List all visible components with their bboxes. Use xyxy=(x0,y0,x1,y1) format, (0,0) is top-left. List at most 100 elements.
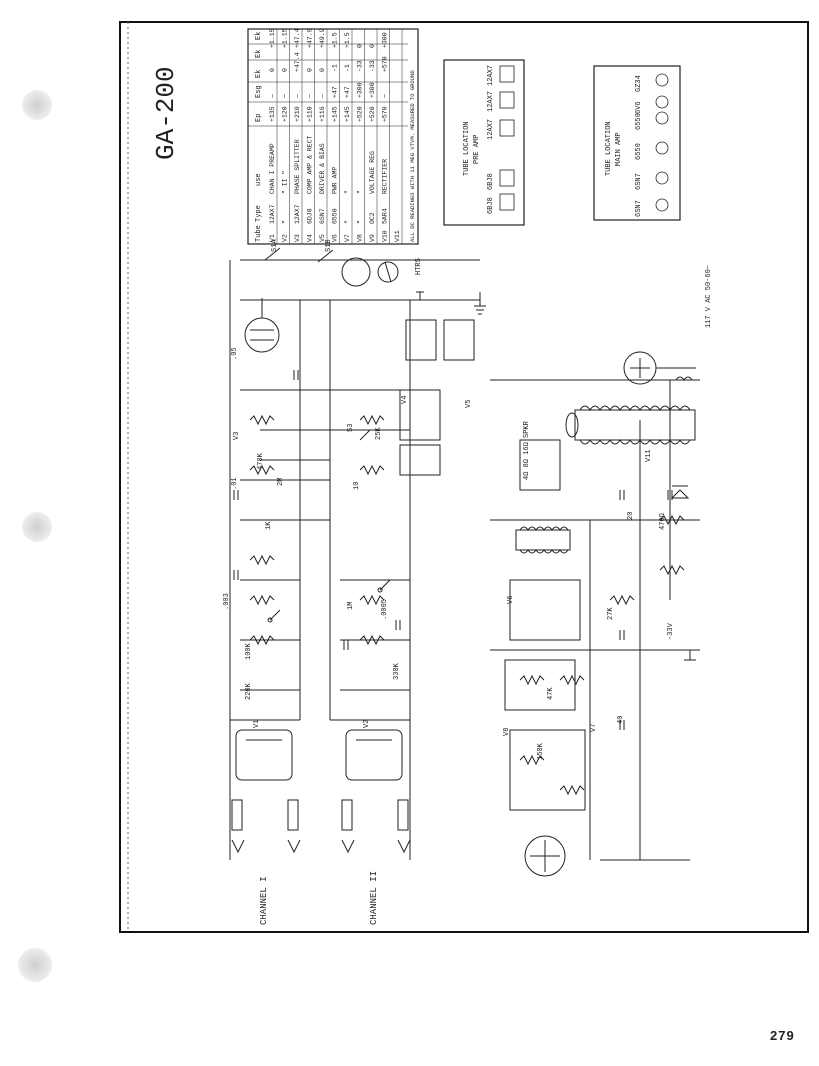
tube-table-cell: 12AX7 xyxy=(294,204,301,224)
tube-table-cell: COMP AMP & RECT xyxy=(307,135,314,194)
tube-table-cell: +47.9 xyxy=(307,28,314,48)
pre-amp-tube-socket xyxy=(499,119,515,137)
tube-table-cell: V7 xyxy=(344,234,351,242)
pre-amp-tube-label: 6BJ8 xyxy=(487,197,495,214)
tube-table-cell: +520 xyxy=(357,106,364,122)
component-label-hters: HTRS xyxy=(415,258,423,275)
tube-table-cell: +145 xyxy=(344,106,351,122)
component-label-s1: S1A xyxy=(271,239,279,252)
tube-table-cell: — xyxy=(269,94,276,99)
tube-table-cell: +300 xyxy=(369,82,376,98)
tube-table-cell: " xyxy=(357,220,364,224)
tube-table-cell: +570 xyxy=(382,106,389,122)
component-label-r-100k: 100K xyxy=(245,642,253,660)
component-label-v1: V1 xyxy=(253,720,261,728)
tube-table-footnote: ALL DC READINGS WITH 11 MEG VTVM. MEASUR… xyxy=(409,70,416,242)
main-amp-caption-2: MAIN AMP xyxy=(615,132,623,166)
main-amp-caption-1: TUBE LOCATION xyxy=(605,121,613,176)
pre-amp-tube-label: 12AX7 xyxy=(487,65,495,86)
tube-table-cell: +1.15 xyxy=(282,28,289,48)
tube-table-cell: +1.5 xyxy=(344,32,351,48)
tube-table-cell: 0 xyxy=(282,68,289,72)
main-amp-tube-socket xyxy=(655,73,669,87)
binder-hole-top xyxy=(22,90,52,120)
main-amp-tube-socket xyxy=(655,171,669,185)
pre-amp-tube-socket xyxy=(499,65,515,83)
pre-amp-tube-socket xyxy=(499,169,515,187)
tube-table-header: Ek xyxy=(255,50,263,58)
tube-table-cell: V3 xyxy=(294,234,301,242)
tube-table-cell: OC2 xyxy=(369,212,376,224)
main-amp-tube-label: 6V6 xyxy=(635,101,643,114)
tube-table-cell: +1.15 xyxy=(269,28,276,48)
component-label-r-2meg: 2M xyxy=(277,478,285,486)
tube-table-cell: RECTIFIER xyxy=(382,159,389,194)
tube-table-cell: +47.4 xyxy=(294,28,301,48)
main-amp-tube-label: 6550 xyxy=(635,143,643,160)
tube-table-cell: 12AX7 xyxy=(269,204,276,224)
main-amp-tube-label: 6SN7 xyxy=(635,200,643,217)
tube-table-cell: 6550 xyxy=(332,208,339,224)
tube-table-cell: +47 xyxy=(332,86,339,98)
tube-table-cell: " II " xyxy=(282,170,289,194)
tube-table-cell: +300 xyxy=(357,82,364,98)
tube-table-cell: +300 xyxy=(382,32,389,48)
tube-table-cell: DRIVER & BIAS xyxy=(319,143,326,194)
component-label-s3: S3 xyxy=(347,424,355,432)
tube-table-cell: 0 xyxy=(369,44,376,48)
tube-table-header: Ek xyxy=(255,70,263,78)
tube-table-cell: — xyxy=(294,94,301,99)
tube-table-cell: -1 xyxy=(344,64,351,72)
tube-table-cell: PWR AMP xyxy=(332,167,339,194)
binder-hole-bottom xyxy=(18,948,52,982)
tube-table-header: Ek xyxy=(255,32,263,40)
tube-table-header: Tube xyxy=(255,225,263,242)
tube-table-cell: +570 xyxy=(382,56,389,72)
component-label-r-330k: 330K xyxy=(393,662,401,680)
tube-table-cell: V1 xyxy=(269,234,276,242)
tube-table-cell: 6DJ8 xyxy=(307,208,314,224)
tube-table-cell: V8 xyxy=(357,234,364,242)
component-label-v4: V4 xyxy=(401,396,409,404)
tube-table-cell: -33 xyxy=(369,60,376,72)
tube-table-cell: +210 xyxy=(294,106,301,122)
component-label-v8: V8 xyxy=(503,728,511,736)
tube-table-cell: — xyxy=(319,94,326,99)
component-label-v7: V7 xyxy=(590,724,598,732)
component-label-c-20: 20 xyxy=(627,512,635,520)
component-label-s2: S1B xyxy=(325,239,333,252)
tube-table-header: Ep xyxy=(255,114,263,122)
tube-table-cell: — xyxy=(307,94,314,99)
tube-table-cell: " xyxy=(344,190,351,194)
tube-table-cell: " xyxy=(282,220,289,224)
tube-table-cell: +110 xyxy=(307,106,314,122)
component-label-v2: V2 xyxy=(363,720,371,728)
tube-table-cell: -1 xyxy=(332,64,339,72)
component-label-c-05: .05 xyxy=(231,347,239,360)
tube-table-cell: 0 xyxy=(357,44,364,48)
tube-table-cell: +120 xyxy=(282,106,289,122)
component-label-c-01: .01 xyxy=(231,477,239,490)
component-label-neg-supply: -33V xyxy=(667,622,675,640)
tube-table-cell: +116 xyxy=(319,106,326,122)
pre-amp-tube-socket xyxy=(499,91,515,109)
component-label-v3: V3 xyxy=(233,432,241,440)
pre-amp-tube-label: 12AX7 xyxy=(487,91,495,112)
tube-table-cell: +145 xyxy=(332,106,339,122)
component-label-v6: V6 xyxy=(507,596,515,604)
tube-table-cell: +520 xyxy=(369,106,376,122)
tube-table-cell: 6SN7 xyxy=(319,208,326,224)
tube-table-cell: +1.5 xyxy=(332,32,339,48)
tube-table-cell: V5 xyxy=(319,234,326,242)
tube-table-cell: V4 xyxy=(307,234,314,242)
component-label-c-003: .003 xyxy=(223,593,231,610)
pre-amp-tube-socket xyxy=(499,193,515,211)
component-label-r-470k: 470K xyxy=(257,452,265,470)
tube-table-cell: CHAN I PREAMP xyxy=(269,143,276,194)
pre-amp-tube-label: 12AX7 xyxy=(487,119,495,140)
tube-table-cell: +47 xyxy=(344,86,351,98)
tube-table-header: Type xyxy=(255,205,263,222)
